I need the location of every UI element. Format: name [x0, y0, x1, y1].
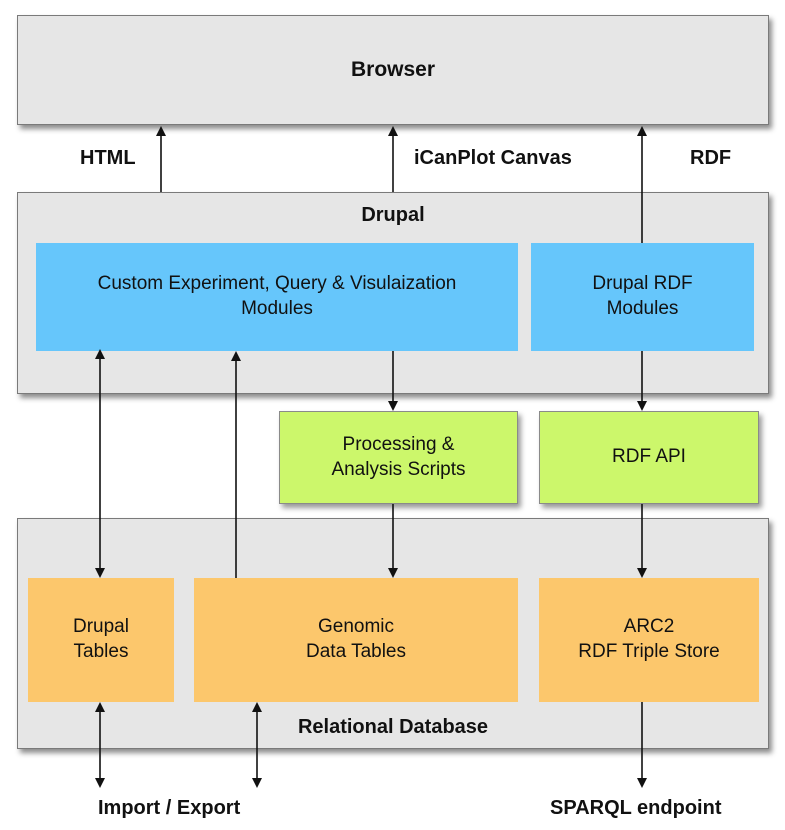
drupal-tables-line2: Tables: [73, 641, 129, 662]
canvas-label: iCanPlot Canvas: [414, 147, 572, 169]
sparql-endpoint-label: SPARQL endpoint: [550, 797, 722, 819]
rdf-api-box: RDF API: [539, 411, 759, 504]
rdf-api-label: RDF API: [612, 446, 686, 468]
arc2-line1: ARC2: [623, 616, 675, 638]
custom-modules-line1: Custom Experiment, Query & Visulaization: [97, 273, 457, 295]
import-export-label: Import / Export: [98, 797, 241, 819]
genomic-data-tables-box: Genomic Data Tables: [194, 578, 518, 702]
genomic-line2: Data Tables: [306, 641, 406, 662]
browser-box: Browser: [17, 15, 769, 125]
custom-modules-box: Custom Experiment, Query & Visulaization…: [36, 243, 518, 351]
processing-line2: Analysis Scripts: [331, 458, 466, 480]
genomic-line1: Genomic: [317, 616, 395, 638]
drupal-tables-box: Drupal Tables: [28, 578, 174, 702]
processing-line1: Processing &: [342, 433, 455, 455]
browser-label: Browser: [350, 58, 436, 82]
drupal-rdf-modules-line1: Drupal RDF: [592, 273, 693, 295]
arc2-triple-store-box: ARC2 RDF Triple Store: [539, 578, 759, 702]
html-label: HTML: [80, 147, 136, 169]
rdf-label: RDF: [690, 147, 732, 169]
drupal-tables-line1: Drupal: [73, 616, 129, 638]
custom-modules-line2: Modules: [241, 298, 313, 319]
processing-scripts-box: Processing & Analysis Scripts: [279, 411, 518, 504]
arc2-line2: RDF Triple Store: [578, 641, 720, 662]
drupal-rdf-modules-box: Drupal RDF Modules: [531, 243, 754, 351]
drupal-rdf-modules-line2: Modules: [606, 298, 679, 319]
drupal-title: Drupal: [361, 204, 425, 226]
relational-database-title: Relational Database: [297, 716, 489, 738]
